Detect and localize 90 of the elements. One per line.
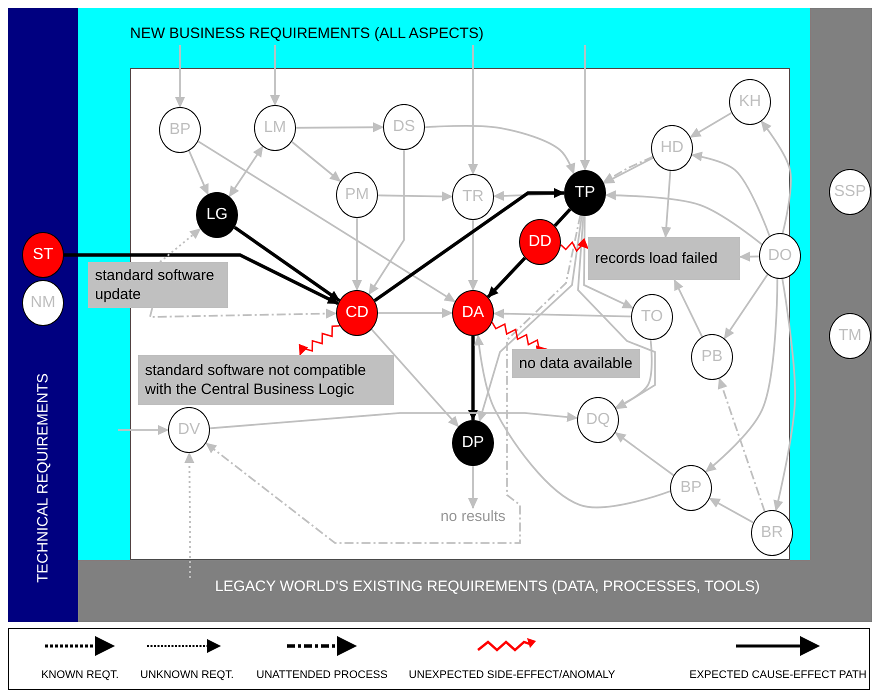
node-circle: LM: [254, 105, 296, 151]
arrow: [691, 152, 770, 236]
arrow: [760, 120, 792, 234]
node-circle: BP: [670, 465, 712, 511]
arrow: [690, 112, 732, 138]
node-circle: DA: [452, 290, 494, 336]
arrow: [614, 432, 674, 476]
arrow: [371, 328, 459, 428]
arrow: [661, 170, 672, 238]
arrow: [478, 216, 583, 422]
node-circle: TR: [452, 174, 494, 220]
arrow: [368, 150, 405, 296]
arrow: [773, 278, 796, 512]
arrow: [210, 412, 578, 430]
node-circle: DP: [452, 420, 494, 466]
arrow: [296, 122, 384, 132]
node-circle: ST: [22, 232, 64, 278]
node-circle: TP: [564, 170, 606, 216]
requirements-band: [78, 8, 810, 560]
arrow: [270, 45, 280, 106]
arrow: [159, 228, 201, 263]
legend-text: UNKNOWN REQT.: [140, 669, 234, 681]
result-text: no results: [436, 508, 510, 530]
arrow: [118, 425, 169, 435]
requirements-band: [78, 560, 810, 622]
node-circle: HD: [651, 125, 693, 171]
arrow: [604, 190, 762, 246]
arrow: [228, 146, 264, 198]
node-circle: PM: [336, 172, 378, 218]
arrow: [352, 218, 362, 291]
arrow: [468, 220, 478, 291]
arrow: [205, 215, 582, 544]
node-circle: DS: [383, 104, 425, 150]
arrow: [374, 188, 565, 302]
legend-text: EXPECTED CAUSE-EFFECT PATH: [689, 669, 867, 681]
node-circle: DV: [168, 407, 210, 453]
arrow: [378, 191, 453, 202]
arrow: [378, 308, 453, 318]
arrow: [184, 452, 194, 578]
legend-text: UNATTENDED PROCESS: [256, 669, 388, 681]
legend-text: UNEXPECTED SIDE-EFFECT/ANOMALY: [408, 669, 616, 681]
arrow: [188, 150, 209, 196]
arrow: [424, 125, 576, 175]
arrow: [674, 279, 703, 338]
arrow: [474, 334, 670, 508]
anomaly-arrow: [560, 238, 589, 252]
note-box: standard software not compatible with the Central Business Logic: [138, 355, 394, 405]
arrow: [468, 45, 478, 175]
arrow: [493, 308, 632, 319]
arrow: [468, 336, 478, 421]
arrow: [148, 308, 337, 319]
band-label: TECHNICAL REQUIREMENTS: [34, 373, 52, 583]
arrow: [580, 45, 590, 171]
arrow: [583, 216, 634, 309]
node-circle: DQ: [577, 397, 619, 443]
node-circle: NM: [22, 280, 64, 326]
note-box: records load failed: [588, 237, 740, 280]
node-circle: BP: [159, 107, 201, 153]
arrow: [705, 278, 778, 472]
node-circle: DD: [519, 219, 561, 265]
requirements-band: [810, 8, 872, 622]
node-circle: PB: [691, 334, 733, 380]
node-circle: TO: [631, 294, 673, 340]
node-circle: LG: [196, 192, 238, 238]
requirements-band: [8, 8, 78, 622]
arrow: [724, 274, 768, 340]
arrow: [198, 140, 456, 302]
legend-text: KNOWN REQT.: [41, 669, 119, 681]
note-box: no data available: [512, 349, 640, 378]
node-circle: BR: [751, 510, 793, 556]
arrow: [234, 226, 340, 302]
arrow: [291, 141, 341, 182]
arrow: [718, 378, 766, 512]
arrow: [468, 466, 478, 509]
arrow: [708, 498, 754, 524]
node-circle: TM: [829, 313, 871, 359]
arrow: [739, 252, 760, 262]
arrow: [614, 340, 653, 408]
arrow: [64, 253, 339, 306]
arrow: [486, 256, 526, 298]
arrow: [577, 216, 656, 410]
node-circle: KH: [729, 79, 771, 125]
node-circle: SSP: [829, 169, 871, 215]
node-circle: CD: [336, 290, 378, 336]
note-box: standard software update: [88, 262, 228, 308]
anomaly-arrow: [298, 325, 340, 356]
band-label: NEW BUSINESS REQUIREMENTS (ALL ASPECTS): [130, 25, 484, 42]
arrow: [175, 45, 185, 108]
node-circle: DO: [759, 233, 801, 279]
band-label: LEGACY WORLD'S EXISTING REQUIREMENTS (DATA, PROCESSES, TOOLS): [215, 578, 760, 595]
